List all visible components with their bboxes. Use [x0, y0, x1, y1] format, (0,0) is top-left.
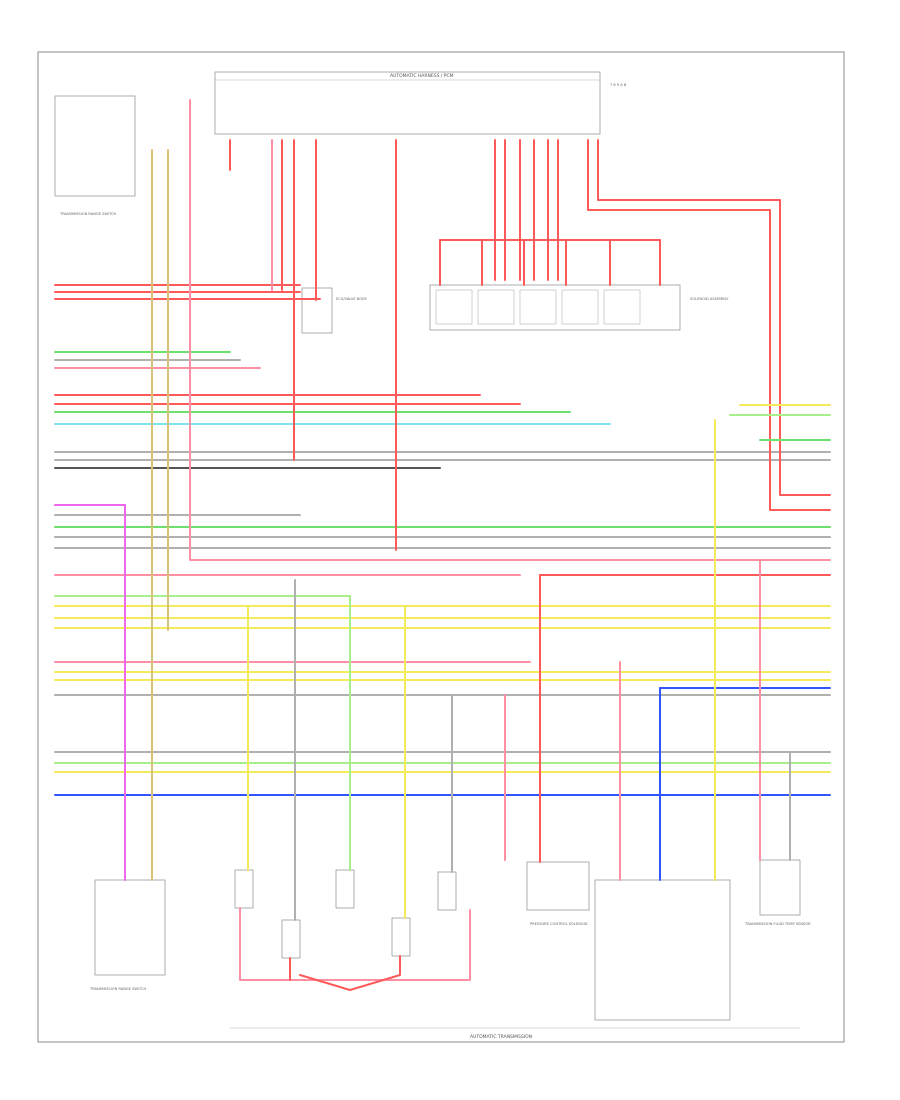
- wire-red-45: [587, 139, 831, 511]
- wire-pink-70: [239, 907, 471, 981]
- transmission-caption: AUTOMATIC TRANSMISSION: [470, 1034, 532, 1040]
- transmission-bar: AUTOMATIC TRANSMISSION: [230, 1027, 800, 1040]
- pressure-control-label: PRESSURE CONTROL SOLENOID: [530, 922, 588, 926]
- wire-red-46: [597, 139, 831, 496]
- internal-range-switch: TRANSMISSION FLUID TEMP SENSOR: [594, 859, 811, 1021]
- wires: [54, 99, 831, 991]
- wire-pink-57: [189, 99, 831, 561]
- top-left-switch: TRANSMISSION RANGE SWITCH: [54, 95, 136, 216]
- diagram-border: [37, 51, 845, 1043]
- bottom-left-switch: TRANSMISSION RANGE SWITCH: [89, 879, 166, 991]
- solenoid-block: SOLENOID ASSEMBLY: [429, 284, 729, 331]
- fluid-temp-label: TRANSMISSION FLUID TEMP SENSOR: [744, 922, 811, 926]
- pcm-connector-label: AUTOMATIC HARNESS / PCM: [390, 73, 454, 79]
- solenoid-block-label: SOLENOID ASSEMBLY: [690, 297, 729, 301]
- pcm-connector: AUTOMATIC HARNESS / PCM 7 8 9 A B: [214, 71, 627, 135]
- wire-red-72: [299, 955, 401, 991]
- pressure-control-solenoid: PRESSURE CONTROL SOLENOID: [526, 861, 590, 926]
- ecu-valve-label: ECU/VALVE BODY: [336, 297, 368, 301]
- corner-code: 7 8 9 A B: [610, 83, 627, 87]
- bottom-solenoids: [234, 869, 457, 959]
- top-left-switch-label: TRANSMISSION RANGE SWITCH: [59, 212, 117, 216]
- bottom-left-switch-label: TRANSMISSION RANGE SWITCH: [89, 987, 147, 991]
- ecu-valve-box: ECU/VALVE BODY: [301, 287, 368, 334]
